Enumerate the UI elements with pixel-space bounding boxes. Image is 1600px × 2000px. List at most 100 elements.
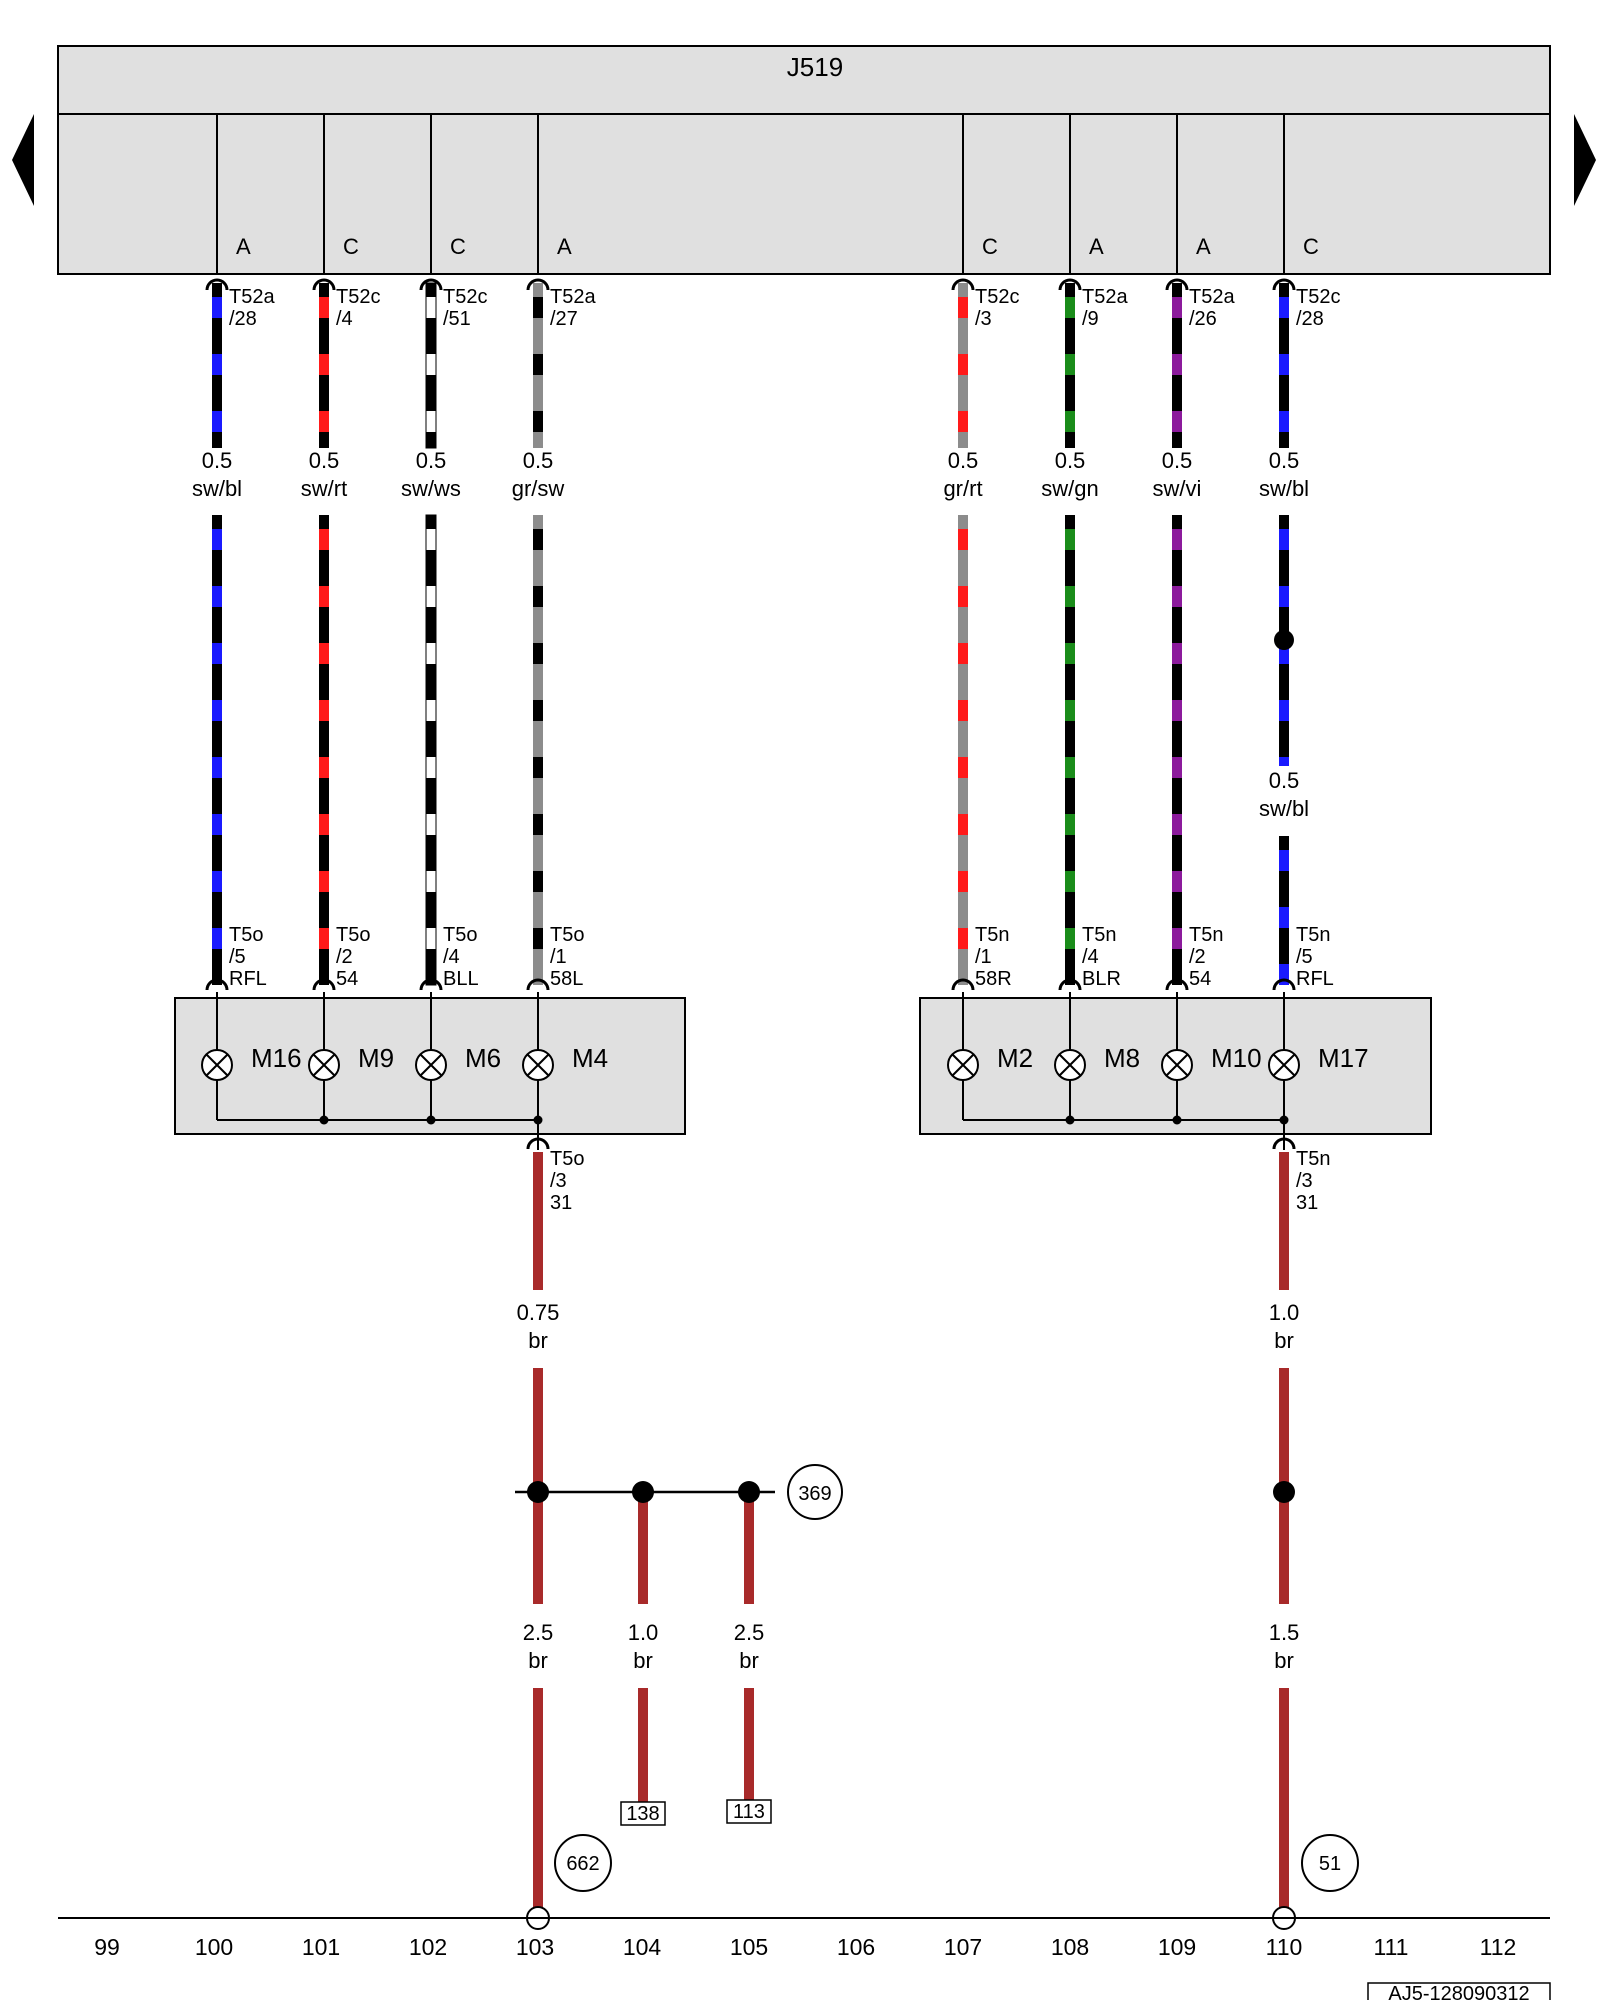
- wire-stripe: [533, 928, 543, 949]
- wire-stripe: [212, 928, 222, 949]
- reference-box-label: 138: [626, 1803, 659, 1825]
- column-number: 103: [516, 1934, 554, 1960]
- column-number: 109: [1158, 1934, 1196, 1960]
- wire-stripe: [958, 529, 968, 550]
- branch-gauge: 2.5: [523, 1620, 554, 1645]
- wire-base: [319, 515, 329, 985]
- column-number: 111: [1374, 1934, 1409, 1960]
- lamp-label: M6: [465, 1043, 501, 1073]
- wire-stripe: [1172, 643, 1182, 664]
- splice-dot: [738, 1481, 760, 1503]
- connector-icon: [951, 978, 975, 991]
- wire-stripe: [426, 411, 436, 432]
- reference-box-label: 113: [733, 1801, 765, 1823]
- wire-stripe: [426, 643, 436, 664]
- wire-stripe: [958, 814, 968, 835]
- pin-top-label: T52a: [1082, 286, 1128, 308]
- splice-ref-circle: [787, 1464, 843, 1520]
- pin-top-label: /28: [1296, 308, 1324, 330]
- wire-stripe: [533, 643, 543, 664]
- wire-stripe: [426, 814, 436, 835]
- wire-stripe: [1279, 757, 1289, 766]
- wire-color-code: sw/gn: [1041, 476, 1098, 501]
- wire-stripe: [319, 814, 329, 835]
- lamp-icon-cross: [420, 1054, 442, 1076]
- wire-stripe: [426, 928, 436, 949]
- wire-gauge: 0.5: [416, 448, 447, 473]
- pin-top-label: /28: [229, 308, 257, 330]
- wire-segment-bottom: [533, 515, 543, 985]
- wire-stripe: [1279, 907, 1289, 928]
- wire-outline: [425, 282, 437, 449]
- connector-letter: C: [982, 234, 998, 259]
- reference-box: [726, 1799, 772, 1824]
- branch-wire-2-bottom: [638, 1688, 648, 1802]
- connector-icon: [312, 978, 336, 991]
- pin-bottom-label: T5o: [229, 924, 263, 946]
- column-number: 112: [1480, 1934, 1517, 1960]
- wire-stripe: [533, 871, 543, 892]
- wire-base: [1065, 515, 1075, 985]
- wire-stripe: [1172, 354, 1182, 375]
- pin-bottom-label: /4: [443, 946, 460, 968]
- pin-top-label: T52a: [229, 286, 275, 308]
- connector-icon: [1058, 278, 1082, 291]
- previous-page-arrow-icon[interactable]: [12, 114, 34, 206]
- wire-segment-top: [1279, 283, 1289, 448]
- pin-bottom-label: T5o: [336, 924, 370, 946]
- lamp-icon-cross: [527, 1054, 549, 1076]
- connector-icon: [312, 278, 336, 291]
- wire-stripe: [426, 297, 436, 318]
- wire-stripe: [1065, 871, 1075, 892]
- next-page-arrow-icon[interactable]: [1574, 114, 1596, 206]
- wire-stripe: [426, 354, 436, 375]
- wire-color-code: sw/ws: [401, 476, 461, 501]
- wire-segment-top: [1172, 283, 1182, 448]
- wire-stripe: [1065, 814, 1075, 835]
- column-number: 104: [623, 1934, 662, 1960]
- control-unit-label: J519: [787, 52, 843, 82]
- wire-gauge: 0.5: [1162, 448, 1193, 473]
- connector-icon: [951, 278, 975, 291]
- wire-color-code: gr/sw: [512, 476, 565, 501]
- wire-stripe: [212, 700, 222, 721]
- reference-box: [620, 1801, 666, 1826]
- splice-ref-label: 369: [798, 1483, 831, 1505]
- pin-bottom-label: /2: [336, 946, 353, 968]
- column-number: 108: [1051, 1934, 1089, 1960]
- pin-top-label: T52a: [550, 286, 596, 308]
- pin-bottom-label: T5n: [1296, 924, 1330, 946]
- wire-gauge: 0.5: [202, 448, 233, 473]
- pin-bottom-label: /5: [1296, 946, 1313, 968]
- wire-base: [958, 515, 968, 985]
- splice-dot: [1273, 1481, 1295, 1503]
- lamp-label: M17: [1318, 1043, 1369, 1073]
- pin-bottom-label: /1: [975, 946, 992, 968]
- connector-icon: [526, 978, 550, 991]
- pin-bottom-label: T5o: [550, 924, 584, 946]
- wire-segment-bottom: [212, 515, 222, 985]
- wire-segment-top: [212, 283, 222, 448]
- connector-letter: A: [236, 234, 251, 259]
- ground-ref-label: 51: [1319, 1853, 1341, 1875]
- wire-gauge: 1.0: [1269, 1300, 1300, 1325]
- wire-segment-top: [533, 283, 543, 448]
- wire-stripe: [533, 411, 543, 432]
- wire-color-code: sw/bl: [192, 476, 242, 501]
- connector-icon: [526, 1137, 550, 1150]
- wire-stripe: [426, 586, 436, 607]
- branch-color-code: br: [1274, 1648, 1294, 1673]
- wire-stripe: [212, 643, 222, 664]
- wire-stripe: [1279, 850, 1289, 871]
- branch-wire-3-top: [744, 1492, 754, 1604]
- splice-dot: [527, 1481, 549, 1503]
- wire-stripe: [319, 871, 329, 892]
- ground-ref-circle: [1301, 1834, 1359, 1892]
- splice-dot: [632, 1481, 654, 1503]
- connector-icon: [419, 278, 443, 291]
- wire-stripe: [1279, 354, 1289, 375]
- wire-segment-top: [319, 283, 329, 448]
- wire-stripe: [1279, 586, 1289, 607]
- connector-letter: A: [557, 234, 572, 259]
